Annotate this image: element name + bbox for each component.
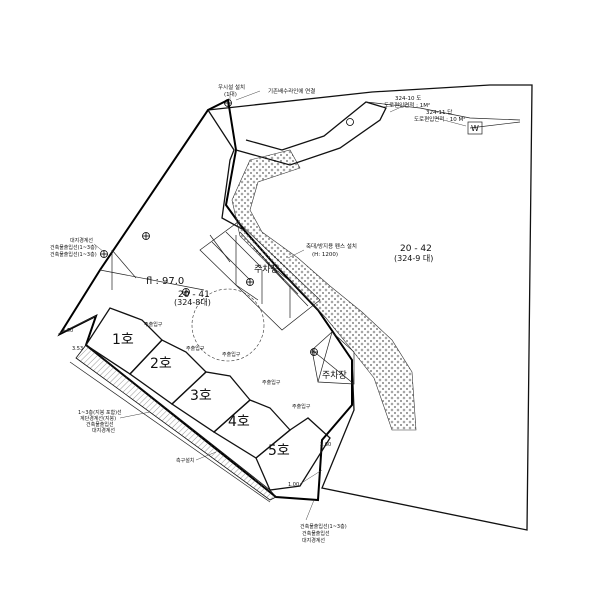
svg-text:1.00: 1.00: [288, 482, 299, 488]
unit-label-3: 3호: [190, 388, 212, 404]
svg-text:324-10 도: 324-10 도: [395, 95, 421, 102]
svg-text:건축물출입선: 건축물출입선: [86, 421, 114, 428]
parking-area-2: 주차장: [311, 331, 355, 385]
svg-text:건축물출입선(1~3층): 건축물출입선(1~3층): [50, 244, 97, 251]
svg-text:주출입구: 주출입구: [292, 403, 311, 410]
svg-text:건축물출입선: 건축물출입선: [302, 530, 330, 537]
unit-label-1: 1호: [112, 332, 134, 348]
svg-text:계단경계선(지붕): 계단경계선(지붕): [80, 415, 116, 422]
svg-text:1~3층(지붕 포함)선: 1~3층(지붕 포함)선: [78, 409, 122, 416]
lot-boundary-main: [57, 98, 353, 502]
svg-text:축대/방지용 펜스 설치: 축대/방지용 펜스 설치: [306, 242, 357, 250]
svg-text:주출입구: 주출입구: [144, 321, 163, 328]
svg-text:건축물출입선(1~3층): 건축물출입선(1~3층): [50, 251, 97, 258]
unit-label-4: 4호: [228, 414, 250, 430]
svg-text:주출입구: 주출입구: [186, 345, 205, 352]
svg-text:대지경계선: 대지경계선: [70, 237, 93, 244]
w-box: [467, 121, 483, 135]
svg-text:(H: 1200): (H: 1200): [312, 252, 338, 258]
entrance-markers: 주출입구 주출입구 주출입구 주출입구 주출입구: [144, 321, 311, 410]
w-box-label: W: [471, 124, 479, 133]
svg-text:우시설 설치: 우시설 설치: [218, 83, 245, 91]
parking-area-1: 주차장: [199, 221, 321, 331]
access-road: [235, 101, 387, 166]
outlet-label: 측구설치: [176, 457, 194, 464]
lot-main-sub: (324-8대): [174, 298, 211, 307]
lot-main-label: 20 - 41: [178, 290, 210, 300]
building-units: 1호 2호 3호 4호 5호: [85, 307, 331, 491]
svg-text:4.60: 4.60: [62, 328, 73, 334]
svg-text:2.60: 2.60: [320, 442, 331, 448]
svg-text:대지경계선: 대지경계선: [302, 537, 325, 544]
svg-text:주출입구: 주출입구: [262, 379, 281, 386]
unit-label-5: 5호: [268, 443, 290, 459]
fl-label: fl : 97.0: [146, 276, 184, 287]
setback-hatch: [75, 344, 277, 501]
parking-label-1: 주차장: [254, 263, 279, 275]
retaining-wall-hatch: [231, 149, 417, 431]
svg-text:건축물출입선(1~3층): 건축물출입선(1~3층): [300, 523, 347, 530]
dimensions: 4.60 3.53 1.00 2.60: [62, 328, 331, 488]
turning-circle: [191, 288, 265, 362]
svg-text:기존배수라인에 연결: 기존배수라인에 연결: [268, 87, 315, 95]
lot-boundary-right: [206, 84, 533, 531]
left-annotations-1: 대지경계선 건축물출입선(1~3층) 건축물출입선(1~3층): [50, 237, 97, 258]
svg-text:324-11 답: 324-11 답: [426, 109, 452, 116]
left-annotations-2: 1~3층(지붕 포함)선 계단경계선(지붕) 건축물출입선 대지경계선: [78, 409, 122, 434]
access-road-edge: [365, 101, 521, 121]
survey-markers: [100, 99, 354, 356]
svg-text:주출입구: 주출입구: [222, 351, 241, 358]
svg-text:대지경계선: 대지경계선: [92, 427, 115, 434]
lot-right-sub: (324-9 대): [394, 254, 433, 263]
unit-label-2: 2호: [150, 356, 172, 372]
lot-right-label: 20 - 42: [400, 244, 432, 254]
svg-text:(1대): (1대): [224, 90, 237, 98]
parking-label-2: 주차장: [322, 369, 347, 381]
svg-text:도로편입면적 : 1M²: 도로편입면적 : 1M²: [384, 101, 430, 109]
bottom-annotations: 건축물출입선(1~3층) 건축물출입선 대지경계선: [300, 523, 347, 544]
svg-text:3.53: 3.53: [72, 346, 83, 352]
